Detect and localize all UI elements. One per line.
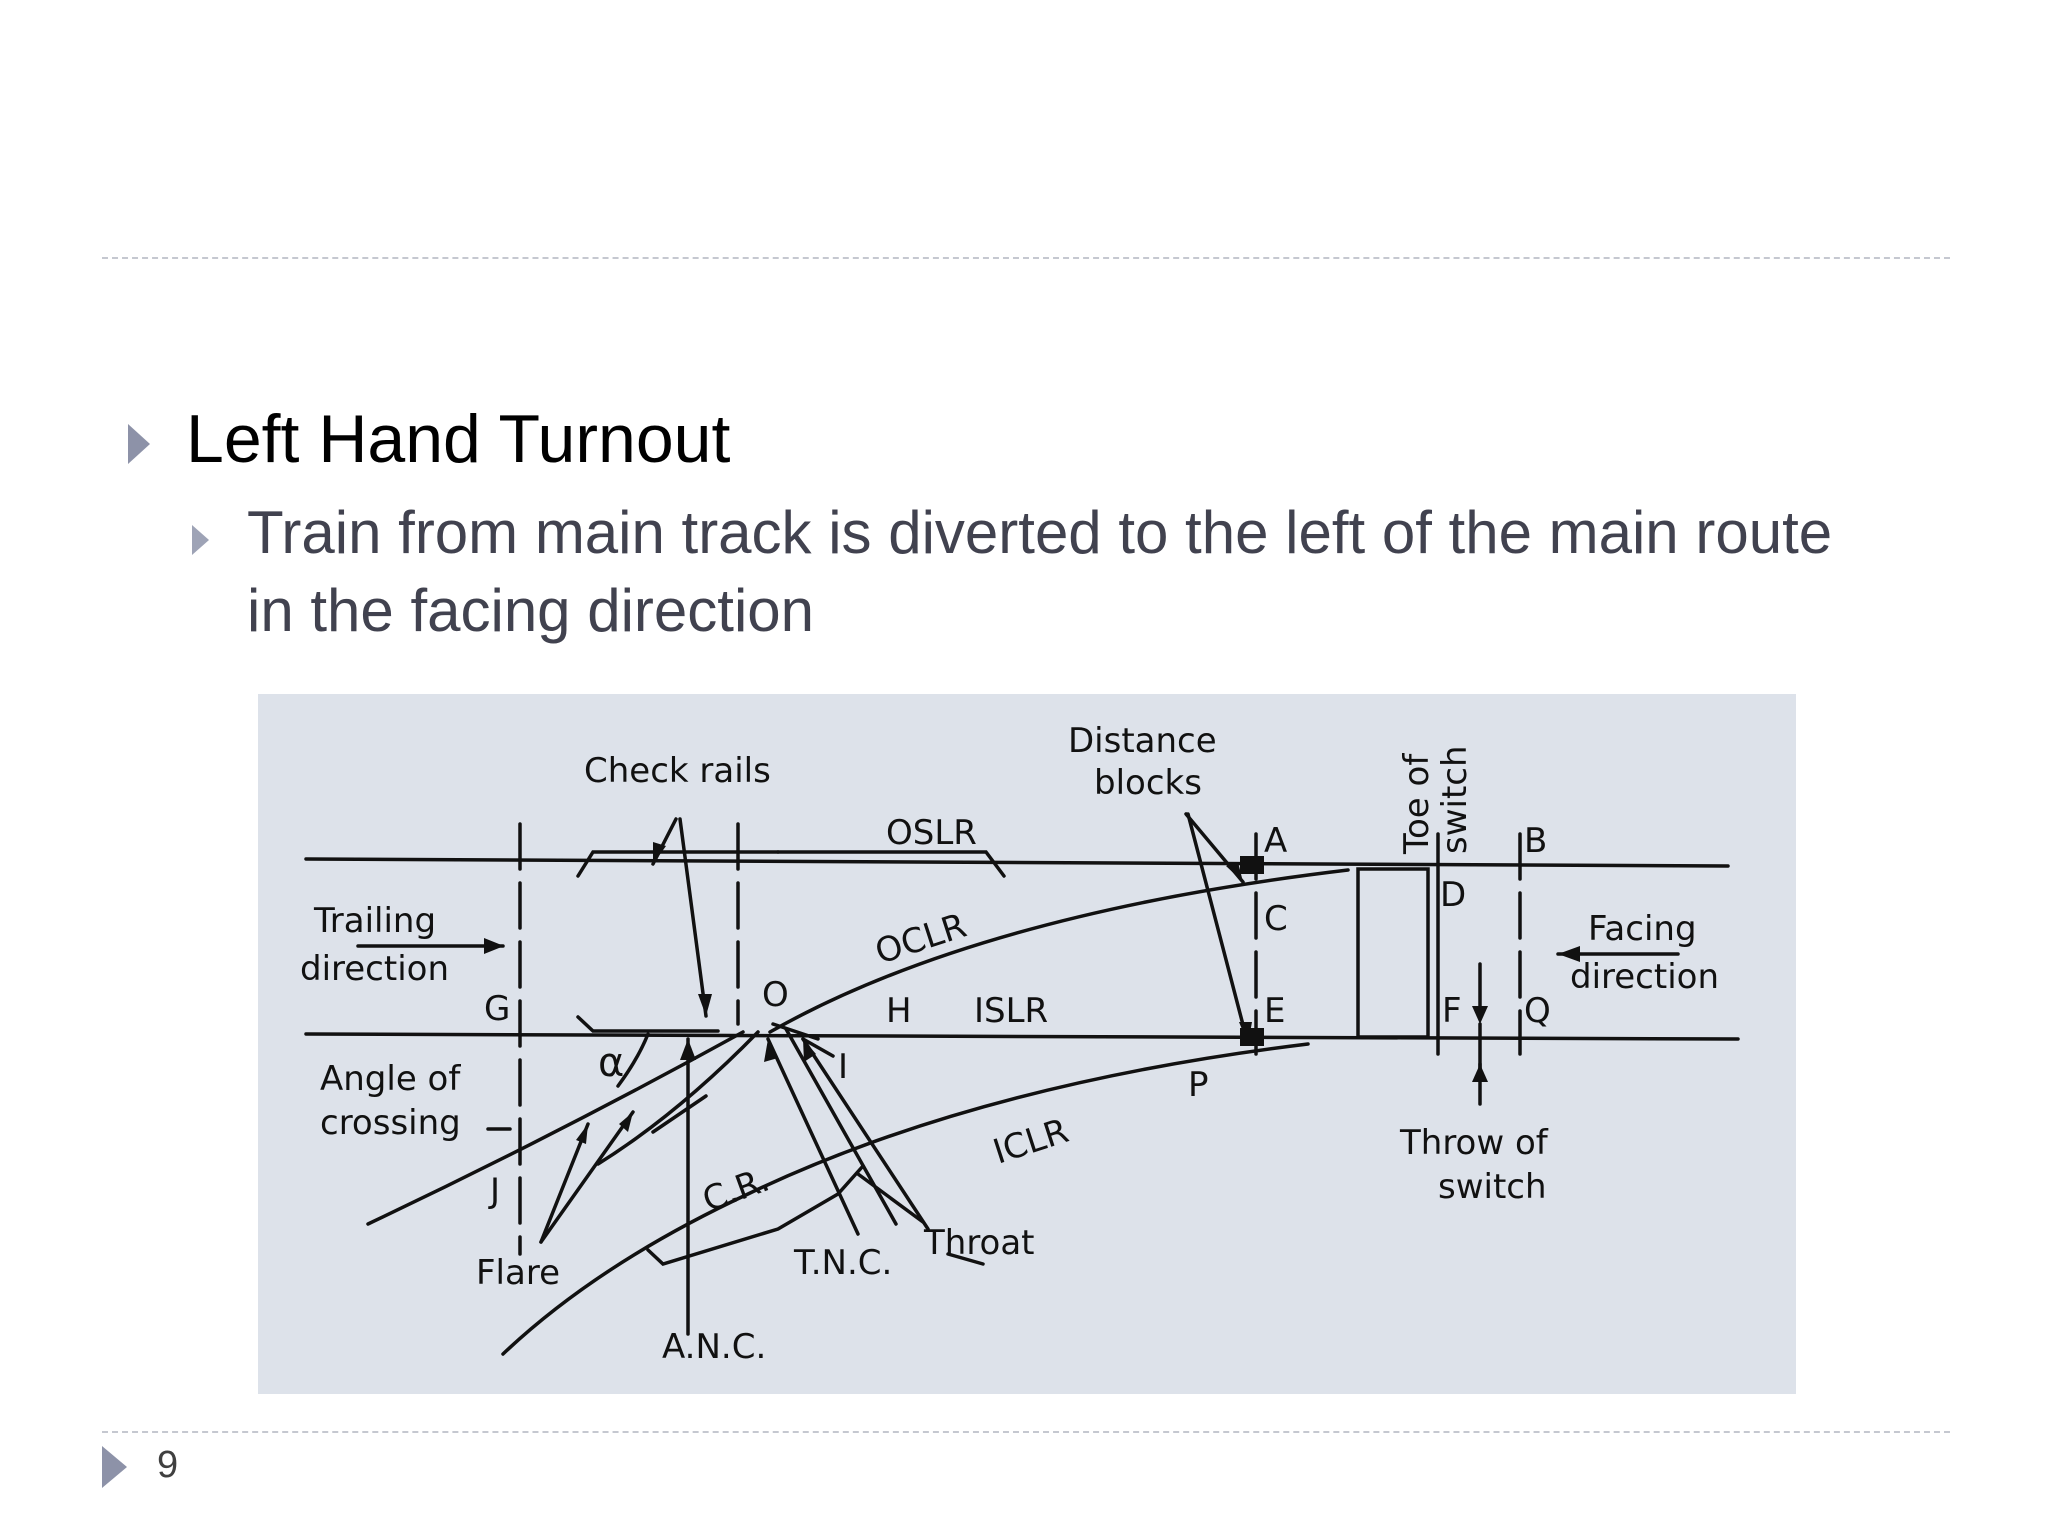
label-flare: Flare	[476, 1253, 560, 1293]
ref-line-i	[801, 1037, 835, 1058]
leader-cr-b	[856, 1172, 925, 1224]
crossing-nose-rail	[596, 1030, 760, 1166]
distance-block-a	[1240, 856, 1264, 874]
check-rail-lower	[576, 1015, 720, 1033]
label-alpha: α	[598, 1040, 624, 1086]
flare-arrow-head-a	[576, 1124, 588, 1144]
trailing-arrow-head	[484, 938, 504, 954]
leader-flare-b	[539, 1110, 635, 1244]
leader-check-rails-b	[678, 817, 708, 1018]
page-number: 9	[157, 1444, 179, 1486]
turnout-diagram: Check rails Distance blocks Toe of switc…	[258, 694, 1796, 1394]
outer-curved-lead-rail	[768, 868, 1350, 1034]
flare-arrow-head-b	[619, 1112, 633, 1132]
check-rail-upper-left	[576, 850, 780, 878]
label-q: Q	[1524, 991, 1551, 1031]
label-b: B	[1524, 821, 1547, 861]
switch-box	[1356, 867, 1430, 1039]
label-anc: A.N.C.	[662, 1327, 766, 1367]
label-g: G	[484, 989, 510, 1029]
leader-throat	[801, 1037, 930, 1231]
label-throat: Throat	[923, 1223, 1035, 1263]
sub-bullet-arrow-icon	[192, 525, 209, 555]
label-tnc: T.N.C.	[793, 1243, 892, 1283]
leader-throat-tail	[946, 1252, 985, 1266]
label-j: J	[488, 1171, 500, 1211]
throat-arrow-head	[803, 1039, 816, 1062]
label-h: H	[886, 991, 912, 1031]
tnc-arrow-head	[764, 1039, 778, 1062]
label-throw-of: Throw of	[1399, 1123, 1549, 1163]
throw-arrow-head-down	[1472, 1006, 1488, 1024]
label-facing-direction: direction	[1570, 957, 1719, 997]
inner-curved-lead-rail	[501, 1042, 1310, 1356]
label-o: O	[762, 975, 789, 1015]
anc-arrow-head	[680, 1039, 696, 1060]
label-check-rails: Check rails	[584, 751, 771, 791]
ref-line-o-tip	[771, 1022, 820, 1041]
alpha-arc	[616, 1032, 650, 1088]
label-throw-switch: switch	[1438, 1167, 1547, 1207]
label-distance: Distance	[1068, 721, 1217, 761]
label-i: I	[838, 1047, 848, 1087]
leader-tnc	[766, 1037, 860, 1236]
footer-arrow-icon	[102, 1446, 127, 1488]
label-oslr: OSLR	[886, 813, 977, 853]
bullet-arrow-icon	[128, 424, 150, 464]
slide-heading: Left Hand Turnout	[186, 401, 731, 477]
outer-straight-rail	[304, 857, 1730, 868]
bottom-divider	[102, 1431, 1950, 1433]
label-c: C	[1264, 899, 1288, 939]
distance-block-e	[1240, 1028, 1264, 1046]
label-trailing-direction: direction	[300, 949, 449, 989]
flare-wing	[651, 1094, 708, 1134]
leader-flare-a	[539, 1122, 590, 1244]
throw-arrow-head-up	[1472, 1064, 1488, 1082]
check-arrow-head	[698, 994, 712, 1016]
label-d: D	[1440, 875, 1466, 915]
label-e: E	[1264, 991, 1285, 1031]
inner-straight-rail	[304, 1032, 1740, 1041]
top-divider	[102, 257, 1950, 259]
label-f: F	[1442, 991, 1462, 1031]
label-facing: Facing	[1588, 909, 1697, 949]
slide-body-text: Train from main track is diverted to the…	[247, 499, 1833, 644]
check-rail-upper-right	[776, 850, 1006, 878]
label-blocks: blocks	[1094, 763, 1202, 803]
label-islr: ISLR	[974, 991, 1048, 1031]
label-toe-switch: switch	[1435, 745, 1475, 854]
check-arrow-head-b	[653, 842, 666, 864]
label-toe-of: Toe of	[1397, 753, 1437, 855]
distance-arrow-head-a	[1226, 862, 1243, 882]
label-p: P	[1188, 1065, 1209, 1105]
leader-distance-blocks-b	[1186, 812, 1250, 1046]
label-crossing: crossing	[320, 1103, 461, 1143]
facing-arrow-head	[1558, 946, 1580, 962]
label-iclr: ICLR	[988, 1111, 1073, 1173]
label-angle-of: Angle of	[320, 1059, 461, 1099]
label-a: A	[1264, 821, 1287, 861]
label-cr: C.R.	[697, 1160, 774, 1221]
label-trailing: Trailing	[313, 901, 436, 941]
check-rail-curved	[646, 1164, 865, 1266]
